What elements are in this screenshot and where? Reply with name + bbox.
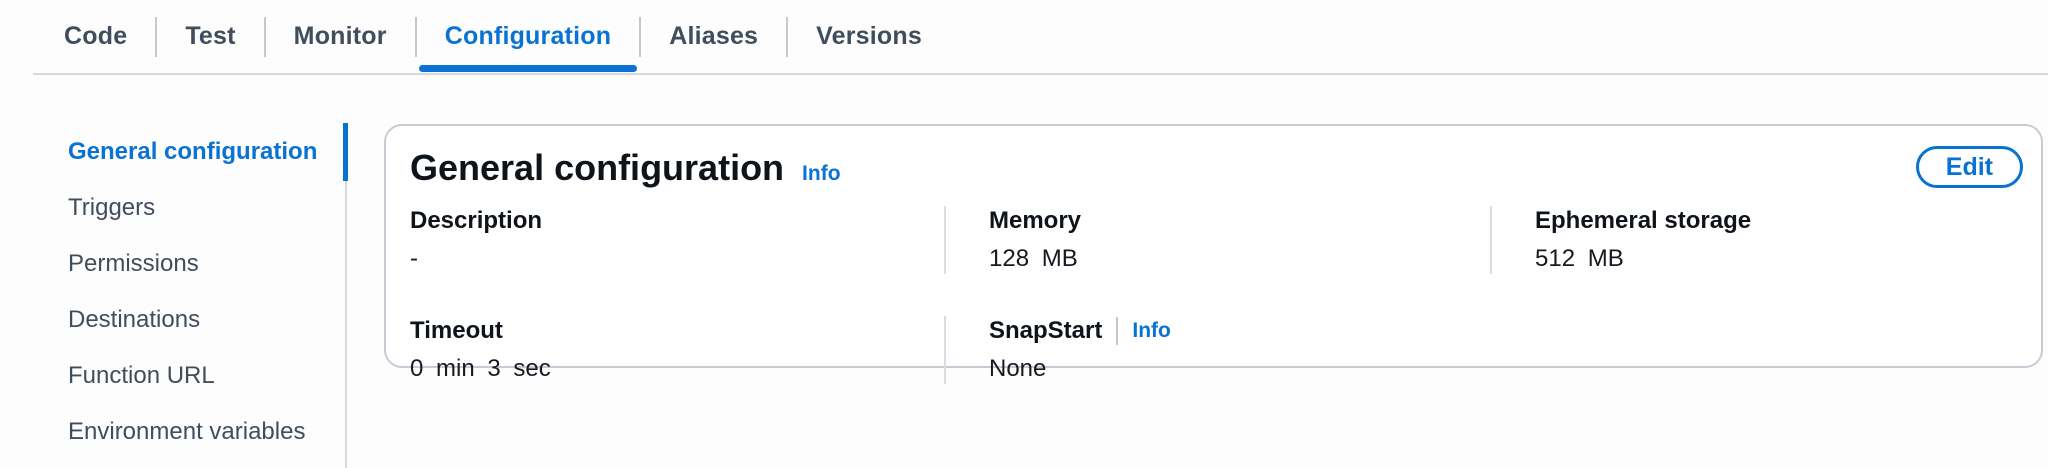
tab-bar-divider <box>33 73 2048 75</box>
field-timeout: Timeout 0 min 3 sec <box>410 316 944 384</box>
sidebar-divider-rail <box>345 123 347 468</box>
sidebar-item-label: Function URL <box>68 362 215 389</box>
sidebar-item-label: Triggers <box>68 194 156 221</box>
field-empty-cell <box>1490 316 2023 384</box>
tab-aliases-label: Aliases <box>669 22 759 50</box>
edit-button[interactable]: Edit <box>1915 146 2023 188</box>
tab-separator <box>639 16 642 57</box>
sidebar-item-label: Permissions <box>68 250 199 277</box>
tab-code-label: Code <box>64 22 128 50</box>
sidebar-item-label: Environment variables <box>68 418 306 445</box>
tab-aliases[interactable]: Aliases <box>641 0 786 73</box>
tab-separator <box>155 16 158 57</box>
sidebar-item-destinations[interactable]: Destinations <box>0 292 346 348</box>
sidebar-active-indicator <box>343 123 348 181</box>
config-sidebar: General configuration Triggers Permissio… <box>0 75 348 468</box>
field-snapstart-label: SnapStart <box>989 317 1103 344</box>
field-snapstart: SnapStart Info None <box>944 316 1490 384</box>
tab-test[interactable]: Test <box>157 0 263 73</box>
field-memory-label: Memory <box>989 207 1082 234</box>
tab-monitor-label: Monitor <box>293 22 387 50</box>
tab-versions-label: Versions <box>816 22 922 50</box>
function-tab-bar: Code Test Monitor Configuration Aliases … <box>0 0 2048 75</box>
configuration-fields-grid: Description - Memory 128 MB Ephemeral st… <box>410 206 2023 384</box>
field-ephemeral-storage-label: Ephemeral storage <box>1535 207 1752 234</box>
general-configuration-card: General configuration Info Edit Descript… <box>384 124 2043 384</box>
tab-separator <box>414 16 417 57</box>
field-description: Description - <box>410 206 944 274</box>
tab-list: Code Test Monitor Configuration Aliases … <box>36 0 2048 73</box>
general-configuration-info-link[interactable]: Info <box>802 162 841 185</box>
tab-code[interactable]: Code <box>36 0 155 73</box>
field-memory: Memory 128 MB <box>944 206 1490 274</box>
sidebar-item-label: General configuration <box>68 138 318 165</box>
field-memory-value: 128 MB <box>989 245 1078 272</box>
tab-versions[interactable]: Versions <box>788 0 950 73</box>
field-ephemeral-storage-value: 512 MB <box>1535 245 1624 272</box>
field-description-label: Description <box>410 207 543 234</box>
field-ephemeral-storage: Ephemeral storage 512 MB <box>1490 206 2023 274</box>
sidebar-item-permissions[interactable]: Permissions <box>0 236 346 292</box>
field-snapstart-value: None <box>989 355 1047 382</box>
configuration-content: General configuration Triggers Permissio… <box>0 75 2048 468</box>
tab-configuration[interactable]: Configuration <box>417 0 639 73</box>
tab-separator <box>263 16 266 57</box>
sidebar-item-label: Destinations <box>68 306 201 333</box>
field-timeout-value: 0 min 3 sec <box>410 355 551 382</box>
tab-separator <box>786 16 789 57</box>
field-description-value: - <box>410 245 418 272</box>
tab-test-label: Test <box>185 22 236 50</box>
field-timeout-label: Timeout <box>410 317 503 344</box>
sidebar-item-general-configuration[interactable]: General configuration <box>0 124 346 180</box>
snapstart-info-link[interactable]: Info <box>1132 319 1171 342</box>
tab-configuration-label: Configuration <box>444 22 612 50</box>
sidebar-item-triggers[interactable]: Triggers <box>0 180 346 236</box>
snapstart-info-separator <box>1116 317 1119 345</box>
card-header: General configuration Info Edit <box>410 146 2023 190</box>
card-title: General configuration <box>410 147 785 188</box>
card-title-wrap: General configuration Info <box>410 146 1916 190</box>
config-sidebar-list: General configuration Triggers Permissio… <box>0 75 346 460</box>
tab-monitor[interactable]: Monitor <box>266 0 415 73</box>
sidebar-item-function-url[interactable]: Function URL <box>0 348 346 404</box>
sidebar-item-environment-variables[interactable]: Environment variables <box>0 404 346 460</box>
